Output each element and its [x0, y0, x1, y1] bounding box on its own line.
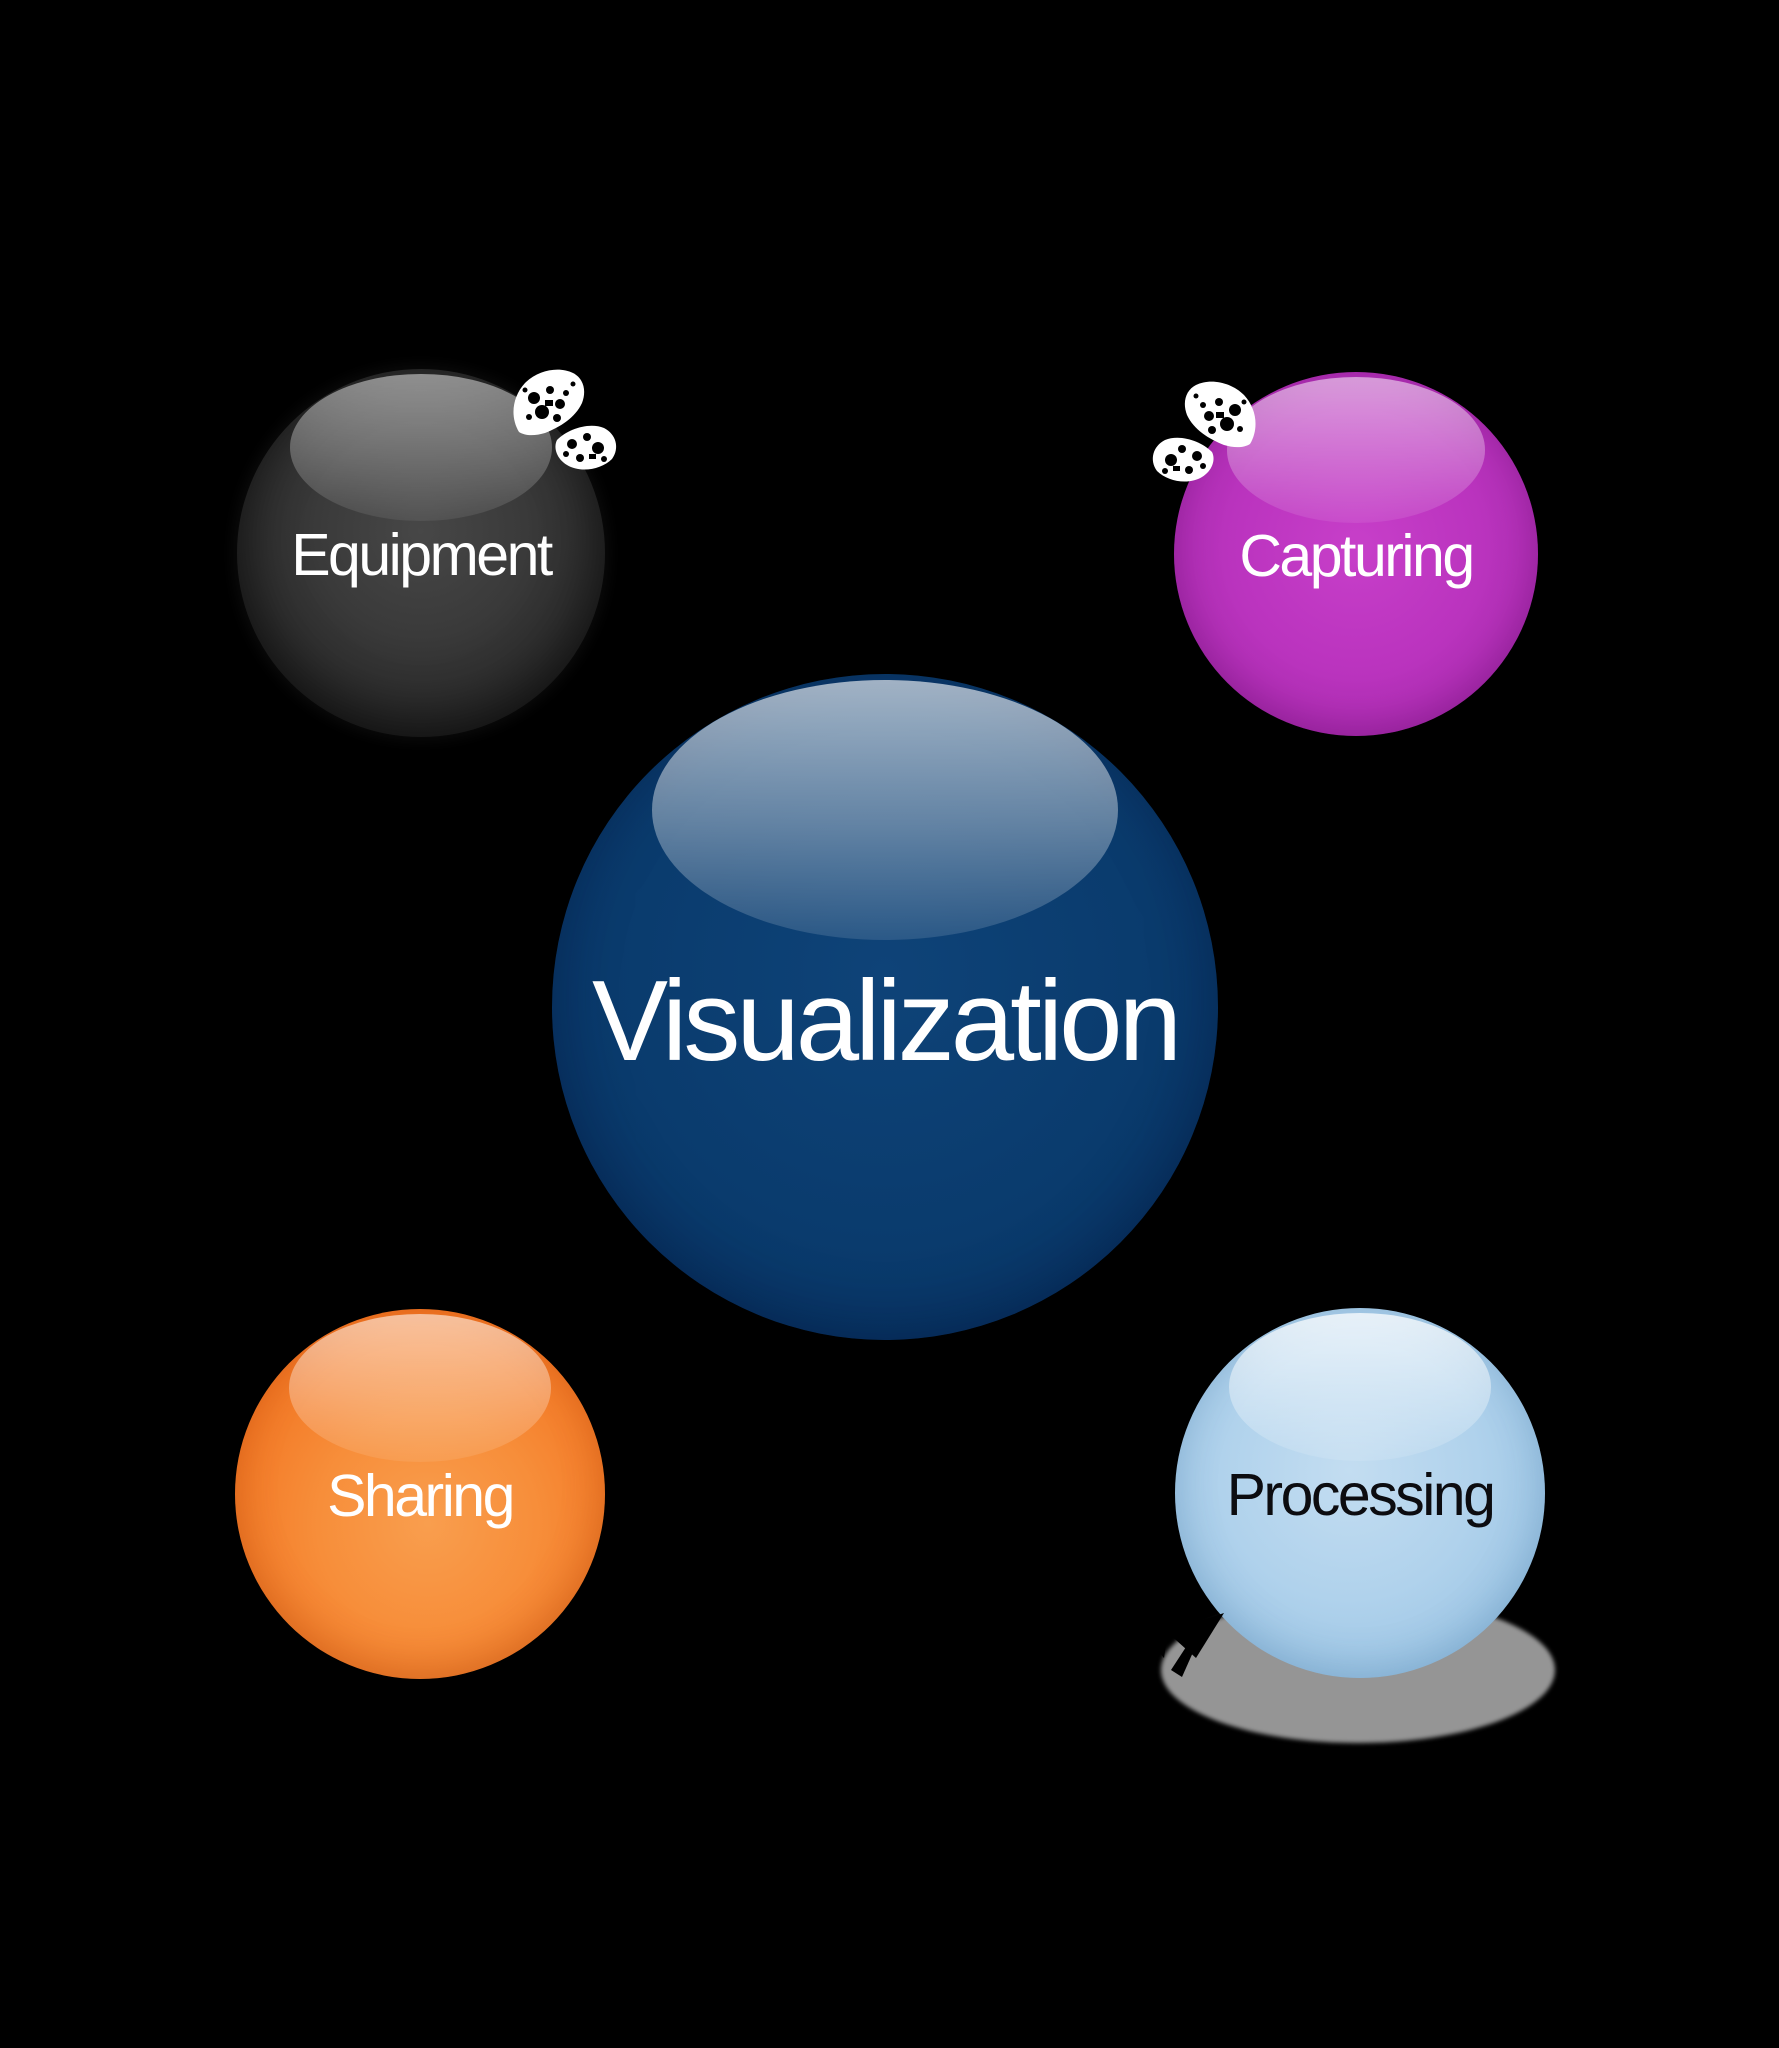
- node-capturing-label: Capturing: [1239, 523, 1475, 589]
- gloss-highlight: [288, 1314, 552, 1463]
- gloss-highlight: [651, 679, 1119, 940]
- glitch-artifact-icon: [513, 369, 617, 470]
- node-sharing: Sharing: [235, 1309, 605, 1679]
- arrow-cursor-icon: [1149, 1613, 1224, 1677]
- node-equipment-label: Equipment: [291, 522, 553, 588]
- node-processing-label: Processing: [1226, 1462, 1496, 1528]
- node-visualization: Visualization: [552, 674, 1218, 1340]
- glitch-artifact-icon: [1152, 381, 1256, 482]
- node-visualization-label: Visualization: [592, 957, 1182, 1085]
- gloss-highlight: [1226, 377, 1486, 523]
- node-sharing-label: Sharing: [327, 1463, 515, 1529]
- gloss-highlight: [1228, 1313, 1492, 1462]
